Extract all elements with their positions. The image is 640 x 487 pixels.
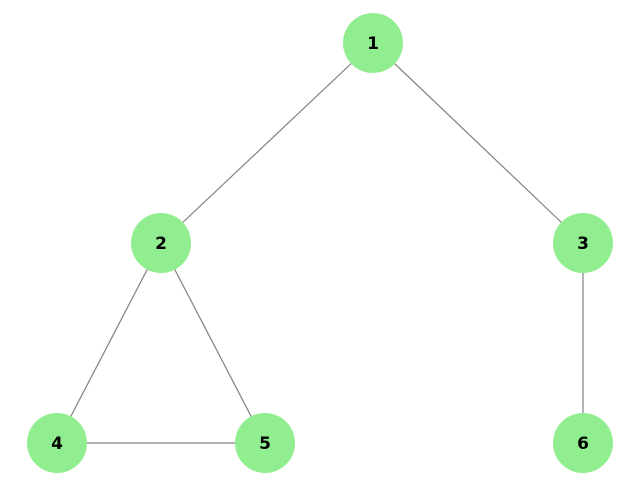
node-label-4: 4	[51, 434, 63, 454]
edge-2-5	[160, 242, 266, 444]
node-2: 2	[131, 213, 191, 273]
node-1: 1	[343, 13, 403, 73]
edge-1-3	[372, 42, 584, 244]
nodes-layer: 1 2 3 4 5 6	[27, 13, 613, 473]
node-circle-6	[553, 413, 613, 473]
edge-2-4	[56, 242, 162, 444]
node-circle-2	[131, 213, 191, 273]
node-label-6: 6	[577, 434, 589, 454]
node-3: 3	[553, 213, 613, 273]
node-circle-4	[27, 413, 87, 473]
node-label-2: 2	[155, 234, 167, 254]
edges-layer	[56, 42, 584, 444]
node-label-5: 5	[259, 434, 271, 454]
node-label-1: 1	[367, 34, 379, 54]
node-label-3: 3	[577, 234, 589, 254]
node-circle-3	[553, 213, 613, 273]
node-circle-1	[343, 13, 403, 73]
node-circle-5	[235, 413, 295, 473]
node-5: 5	[235, 413, 295, 473]
node-4: 4	[27, 413, 87, 473]
node-6: 6	[553, 413, 613, 473]
edge-1-2	[160, 42, 374, 244]
